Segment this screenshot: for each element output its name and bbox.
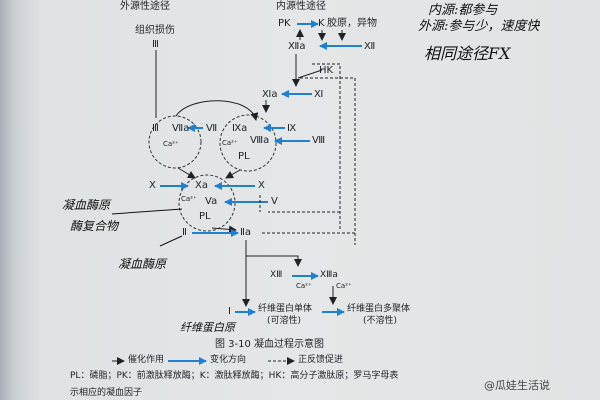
factor-xi: Ⅺ xyxy=(314,89,324,100)
pl-2: PL xyxy=(199,211,211,222)
fibrin-polymer-insoluble: (不溶性) xyxy=(363,316,398,326)
feedback-right-dashed-2 xyxy=(312,63,341,230)
factor-xia: Ⅺa xyxy=(262,89,278,100)
arc-viia-to-ix xyxy=(175,100,259,121)
heading-extrinsic: 外源性途径 xyxy=(120,1,170,12)
figure-caption: 图 3-10 凝血过程示意图 xyxy=(215,339,325,350)
collagen-label: 胶原，异物 xyxy=(327,18,377,29)
tissue-damage-label: 组织损伤 xyxy=(135,25,175,36)
complex-circle-vii xyxy=(148,115,202,169)
factor-vii: Ⅶ xyxy=(206,123,218,134)
factor-hk: HK xyxy=(319,65,334,76)
handwritten-note-3: 相同途径FX xyxy=(424,44,511,63)
arrow-ix-complex-down xyxy=(225,169,241,179)
handwritten-fibrinogen: 纤维蛋白原 xyxy=(180,321,235,334)
hw-leader-complex xyxy=(111,208,183,215)
ca-3: Ca²⁺ xyxy=(181,195,197,203)
heading-intrinsic: 内源性途径 xyxy=(276,1,326,12)
ca-2: Ca²⁺ xyxy=(222,139,238,147)
factor-iia: Ⅱa xyxy=(240,227,252,238)
factor-xiiia: ⅩⅢa xyxy=(320,270,338,280)
bottom-cut-text: 示相应的凝血因子 xyxy=(70,388,143,398)
legend-feedback: 正反馈促进 xyxy=(298,355,344,365)
factor-viia: Ⅶa xyxy=(172,123,190,134)
factor-va: Va xyxy=(205,196,218,207)
fibrin-polymer: 纤维蛋白多聚体 xyxy=(347,304,411,314)
factor-i: Ⅰ xyxy=(228,306,231,317)
abbreviations: PL：磷脂；PK：前激肽释放酶；K：激肽释放酶；HK：高分子激肽原；罗马字母表 xyxy=(70,371,399,381)
factor-viii: Ⅷ xyxy=(312,135,326,146)
handwritten-note-1: 内源:都参与 xyxy=(428,3,498,18)
handwritten-complex: 酶复合物 xyxy=(70,219,119,233)
factor-xa: Xa xyxy=(195,180,208,191)
fibrin-monomer-soluble: (可溶性) xyxy=(267,316,302,326)
ca-5: Ca²⁺ xyxy=(336,282,352,290)
pl-1: PL xyxy=(238,151,250,162)
legend-catalysis: 催化作用 xyxy=(128,355,165,365)
factor-iii-complex: Ⅲ xyxy=(152,123,159,134)
handwritten-note-2: 外源:参与少，速度快 xyxy=(418,19,540,34)
factor-x-left: X xyxy=(149,180,156,191)
handwritten-prothrombinase: 凝血酶原 xyxy=(62,198,111,212)
arrow-hk xyxy=(297,69,323,79)
ca-4: Ca²⁺ xyxy=(296,282,312,290)
arrow-vii-complex-down xyxy=(177,167,196,179)
watermark: @瓜娃生活说 xyxy=(484,379,550,392)
factor-ix: Ⅸ xyxy=(287,123,297,134)
factor-viiia: Ⅷa xyxy=(250,135,270,146)
factor-v: V xyxy=(271,196,278,207)
factor-iii: Ⅲ xyxy=(152,39,159,50)
feedback-right-dashed xyxy=(300,77,356,245)
factor-ii: Ⅱ xyxy=(182,227,187,238)
legend-change: 变化方向 xyxy=(210,355,247,365)
factor-x-right: X xyxy=(258,180,265,191)
handwritten-prothrombin: 凝血酶原 xyxy=(118,257,167,271)
factor-k: K xyxy=(318,18,325,29)
ca-1: Ca²⁺ xyxy=(163,140,179,148)
hw-leader-ii xyxy=(159,235,183,247)
factor-ixa: Ⅸa xyxy=(232,123,248,134)
factor-pk: PK xyxy=(278,18,291,29)
factor-xii: Ⅻ xyxy=(364,41,376,52)
fibrin-monomer: 纤维蛋白单体 xyxy=(258,304,313,314)
arrow-iia-to-xiii xyxy=(246,255,302,267)
factor-xiii: ⅩⅢ xyxy=(270,270,283,280)
factor-xiia: Ⅻa xyxy=(288,41,306,52)
feedback-to-va xyxy=(259,195,340,213)
